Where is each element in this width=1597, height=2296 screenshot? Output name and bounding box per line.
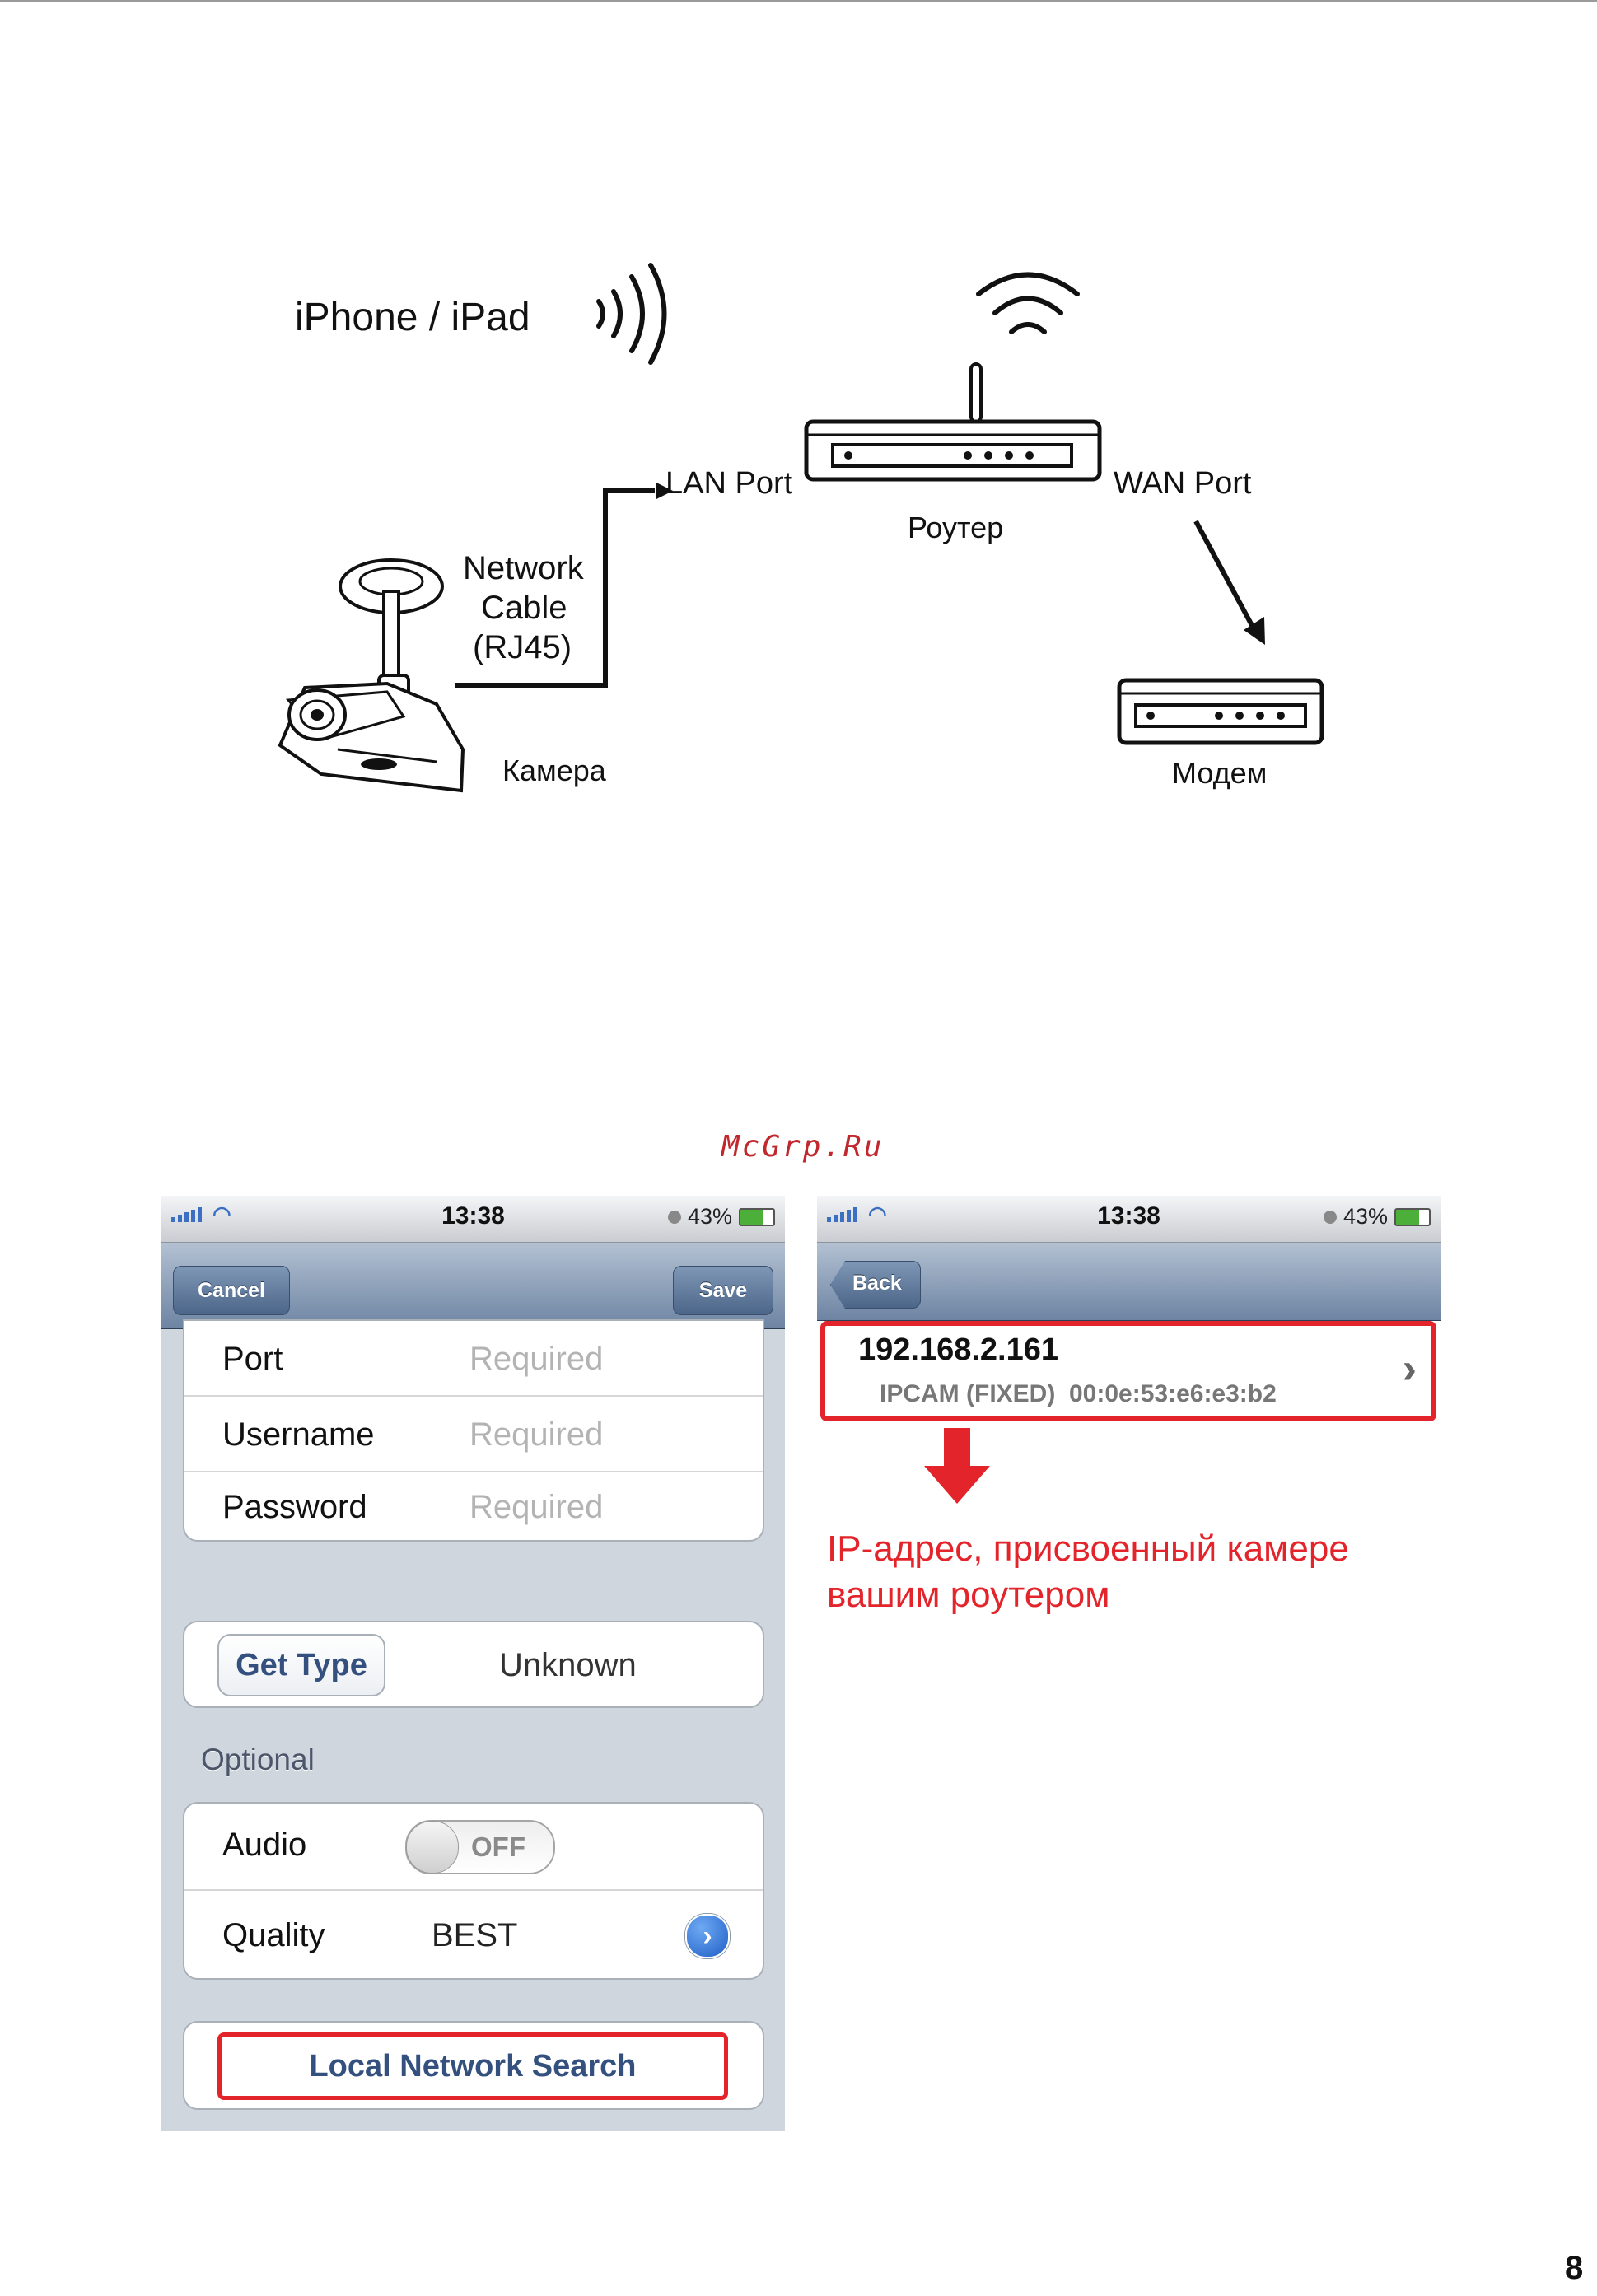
cable-label-line1: Network [463,550,584,586]
chevron-right-icon: › [1402,1345,1417,1393]
port-label: Port [222,1341,283,1377]
battery-percent: 43% [687,1204,732,1229]
wifi-icon: ◠ [868,1202,887,1226]
optional-group: Audio OFF Quality BEST › [183,1802,764,1980]
right-phone-screen: ◠ 13:38 43% Back [817,1196,1441,1321]
clock-icon [667,1210,681,1224]
status-time: 13:38 [1097,1202,1160,1230]
camera-label: Камера [502,754,606,787]
wireless-signal-icon [596,263,667,365]
ip-annotation-line2: вашим роутером [827,1575,1110,1615]
battery-indicator: 43% [1323,1204,1431,1230]
port-input[interactable]: Required [469,1341,604,1377]
credentials-group: Port Required Username Required Password… [183,1319,764,1542]
device-list-item[interactable]: 192.168.2.161 IPCAM (FIXED) 00:0e:53:e6:… [820,1321,1436,1421]
quality-label: Quality [222,1917,325,1953]
signal-icon: ◠ [171,1202,231,1226]
device-detail: IPCAM (FIXED) 00:0e:53:e6:e3:b2 [880,1380,1277,1407]
audio-label: Audio [222,1827,307,1863]
lan-port-label: LAN Port [665,466,793,501]
cable-label-line3: (RJ45) [473,629,572,665]
get-type-value: Unknown [499,1647,637,1683]
device-ip: 192.168.2.161 [858,1332,1059,1367]
nav-bar-right: Back [817,1243,1441,1321]
nav-bar: Cancel Save [161,1243,785,1329]
battery-indicator: 43% [667,1204,775,1230]
top-rule [0,0,1597,2]
back-button[interactable]: Back [830,1261,921,1309]
modem-icon [1117,678,1324,745]
wifi-icon: ◠ [212,1202,231,1226]
status-time: 13:38 [441,1202,505,1230]
status-bar: ◠ 13:38 43% [161,1196,785,1243]
router-wifi-icon [976,272,1080,334]
router-label: Роутер [908,511,1004,544]
port-row[interactable]: Port Required [184,1321,763,1393]
page-number: 8 [1565,2250,1584,2286]
audio-toggle[interactable]: OFF [405,1820,555,1874]
battery-icon [739,1207,775,1226]
network-cable-line [455,483,673,688]
ip-annotation-line1: IP-адрес, присвоенный камере [827,1528,1349,1569]
wan-port-label: WAN Port [1114,466,1252,501]
back-button-label: Back [852,1272,902,1295]
audio-toggle-state: OFF [471,1832,525,1862]
save-button[interactable]: Save [673,1266,773,1315]
battery-percent: 43% [1343,1204,1388,1229]
network-diagram: iPhone / iPad LAN Port WAN Port Роутер N… [0,0,1597,824]
iphone-label: iPhone / iPad [295,296,530,339]
optional-section-header: Optional [201,1743,315,1776]
get-type-group: Get Type Unknown [183,1621,764,1708]
username-input[interactable]: Required [469,1416,604,1453]
red-down-arrow [924,1428,990,1504]
local-network-search-group: Local Network Search [183,2021,764,2110]
password-row[interactable]: Password Required [184,1472,763,1540]
disclosure-arrow-icon[interactable]: › [685,1914,730,1958]
modem-label: Модем [1172,756,1268,790]
username-label: Username [222,1416,375,1453]
cancel-button[interactable]: Cancel [173,1266,290,1315]
router-icon [804,362,1102,482]
password-input[interactable]: Required [469,1489,604,1525]
clock-icon [1323,1210,1337,1224]
status-bar-right: ◠ 13:38 43% [817,1196,1441,1243]
wan-arrow [1193,520,1265,645]
cable-label-line2: Cable [481,590,567,626]
battery-icon [1394,1207,1431,1226]
get-type-button[interactable]: Get Type [217,1634,385,1696]
watermark: McGrp.Ru [721,1130,885,1164]
signal-icon: ◠ [827,1202,887,1226]
username-row[interactable]: Username Required [184,1397,763,1469]
quality-value: BEST [432,1917,518,1953]
audio-row: Audio OFF [184,1804,763,1889]
password-label: Password [222,1489,367,1525]
quality-row[interactable]: Quality BEST › [184,1891,763,1978]
left-phone-screen: ◠ 13:38 43% Cancel Save Port Required Us… [161,1196,785,2131]
local-network-search-button[interactable]: Local Network Search [217,2032,728,2100]
camera-icon [278,558,465,793]
